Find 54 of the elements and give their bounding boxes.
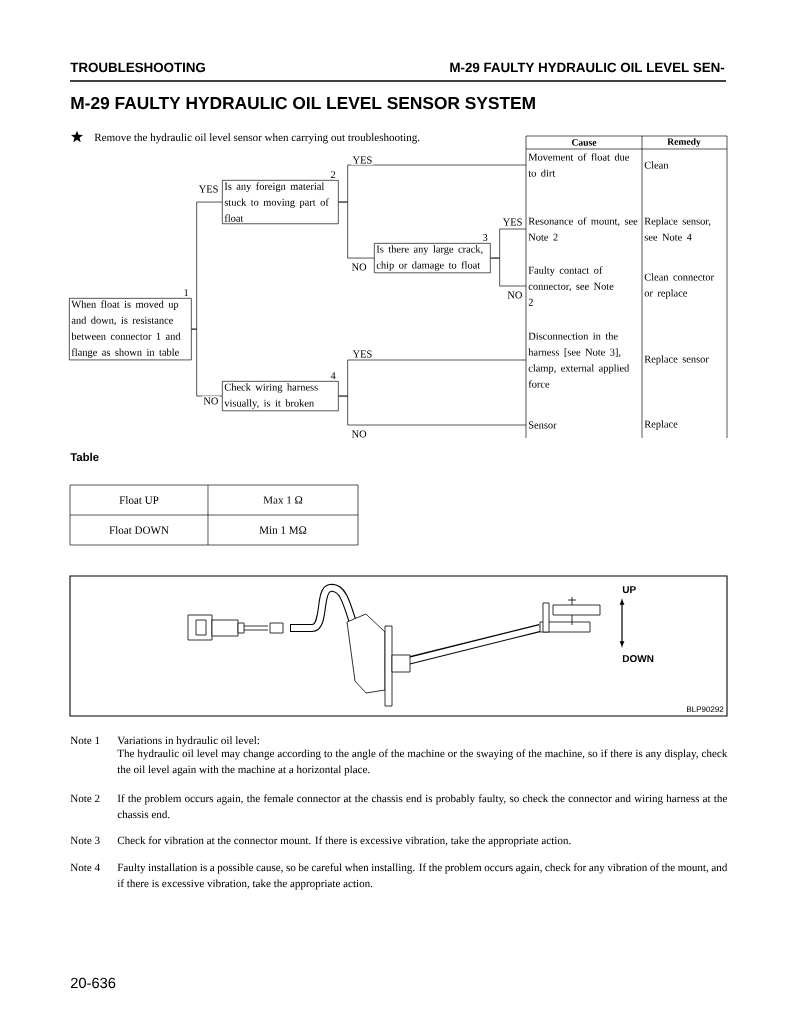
note-heading: Variations in hydraulic oil level: <box>117 736 259 747</box>
cause-text: Disconnection in the harness [see Note 3], clamp, external applied force <box>528 332 630 388</box>
figure-code: BLP90292 <box>687 706 724 713</box>
step-number: 4 <box>330 372 336 380</box>
remedy-text: Clean connector or replace <box>644 273 714 299</box>
table-title: Table <box>70 452 99 462</box>
note-text: If the problem occurs again, the female connector at the chassis end is probably faulty, so check the connector and wiring harness at the chassis end. <box>117 794 727 819</box>
table-cell: Min 1 MΩ <box>259 526 307 534</box>
connector-line <box>490 257 527 287</box>
column-header: Cause <box>571 139 597 146</box>
remedy-text: Replace sensor <box>644 355 709 365</box>
edge-label: YES <box>351 155 374 165</box>
step-number: 1 <box>184 289 189 297</box>
remedy-text: Replace sensor, see Note 4 <box>644 217 711 241</box>
edge-label: YES <box>501 217 524 227</box>
note-label: Note 2 <box>70 794 100 803</box>
column-header: Remedy <box>667 138 701 147</box>
connector-line <box>338 201 375 259</box>
instruction-text: Remove the hydraulic oil level sensor when carrying out troubleshooting. <box>94 133 420 144</box>
remedy-text: Clean <box>644 161 669 169</box>
note-label: Note 1 <box>70 736 100 745</box>
step-number: 3 <box>483 234 488 242</box>
page-number: 20-636 <box>71 977 116 989</box>
cause-text: Faulty contact of connector, see Note 2 <box>528 266 614 306</box>
cause-text: Movement of float due to dirt <box>528 153 630 177</box>
question-box: Is any foreign material stuck to moving part of float <box>222 180 339 225</box>
page-title: M-29 FAULTY HYDRAULIC OIL LEVEL SENSOR SYSTEM <box>71 96 535 110</box>
note-label: Note 3 <box>70 836 100 845</box>
note-label: Note 4 <box>70 863 100 872</box>
question-box: Check wiring harness visually, is it broken <box>222 381 339 412</box>
connector-line <box>338 395 527 426</box>
edge-label: YES <box>351 349 374 359</box>
edge-label: NO <box>202 396 220 406</box>
step-number: 2 <box>331 171 336 179</box>
edge-label: NO <box>350 429 368 439</box>
note-text: The hydraulic oil level may change according to the angle of the machine or the swaying of the machine, so if there is any display, check the oil level again with the machine at a horizontal place. <box>117 749 728 776</box>
cause-text: Sensor <box>528 421 557 429</box>
table-cell: Float UP <box>119 496 159 504</box>
page-header: M-29 FAULTY HYDRAULIC OIL LEVEL SEN- <box>450 62 725 73</box>
note-text: Faulty installation is a possible cause, so be careful when installing. If the problem occurs again, check for any vibration of the mount, and if there is excessive vibration, take the appropriate action. <box>117 863 728 890</box>
direction-label: UP <box>622 586 636 594</box>
cause-text: Resonance of mount, see Note 2 <box>528 217 638 241</box>
page-header: TROUBLESHOOTING <box>70 62 205 73</box>
note-text: Check for vibration at the connector mount. If there is excessive vibration, take the appropriate action. <box>117 836 571 847</box>
direction-label: DOWN <box>622 655 654 663</box>
edge-label: YES <box>197 184 220 194</box>
edge-label: NO <box>350 262 368 272</box>
question-box: When float is moved up and down, is resistance between connector 1 and flange as shown in table <box>69 298 192 361</box>
table-cell: Max 1 Ω <box>263 496 303 504</box>
edge-label: NO <box>506 290 524 300</box>
connector-line <box>191 328 223 397</box>
remedy-text: Replace <box>644 420 678 430</box>
question-box: Is there any large crack, chip or damage to float <box>374 243 491 274</box>
table-cell: Float DOWN <box>109 526 169 534</box>
